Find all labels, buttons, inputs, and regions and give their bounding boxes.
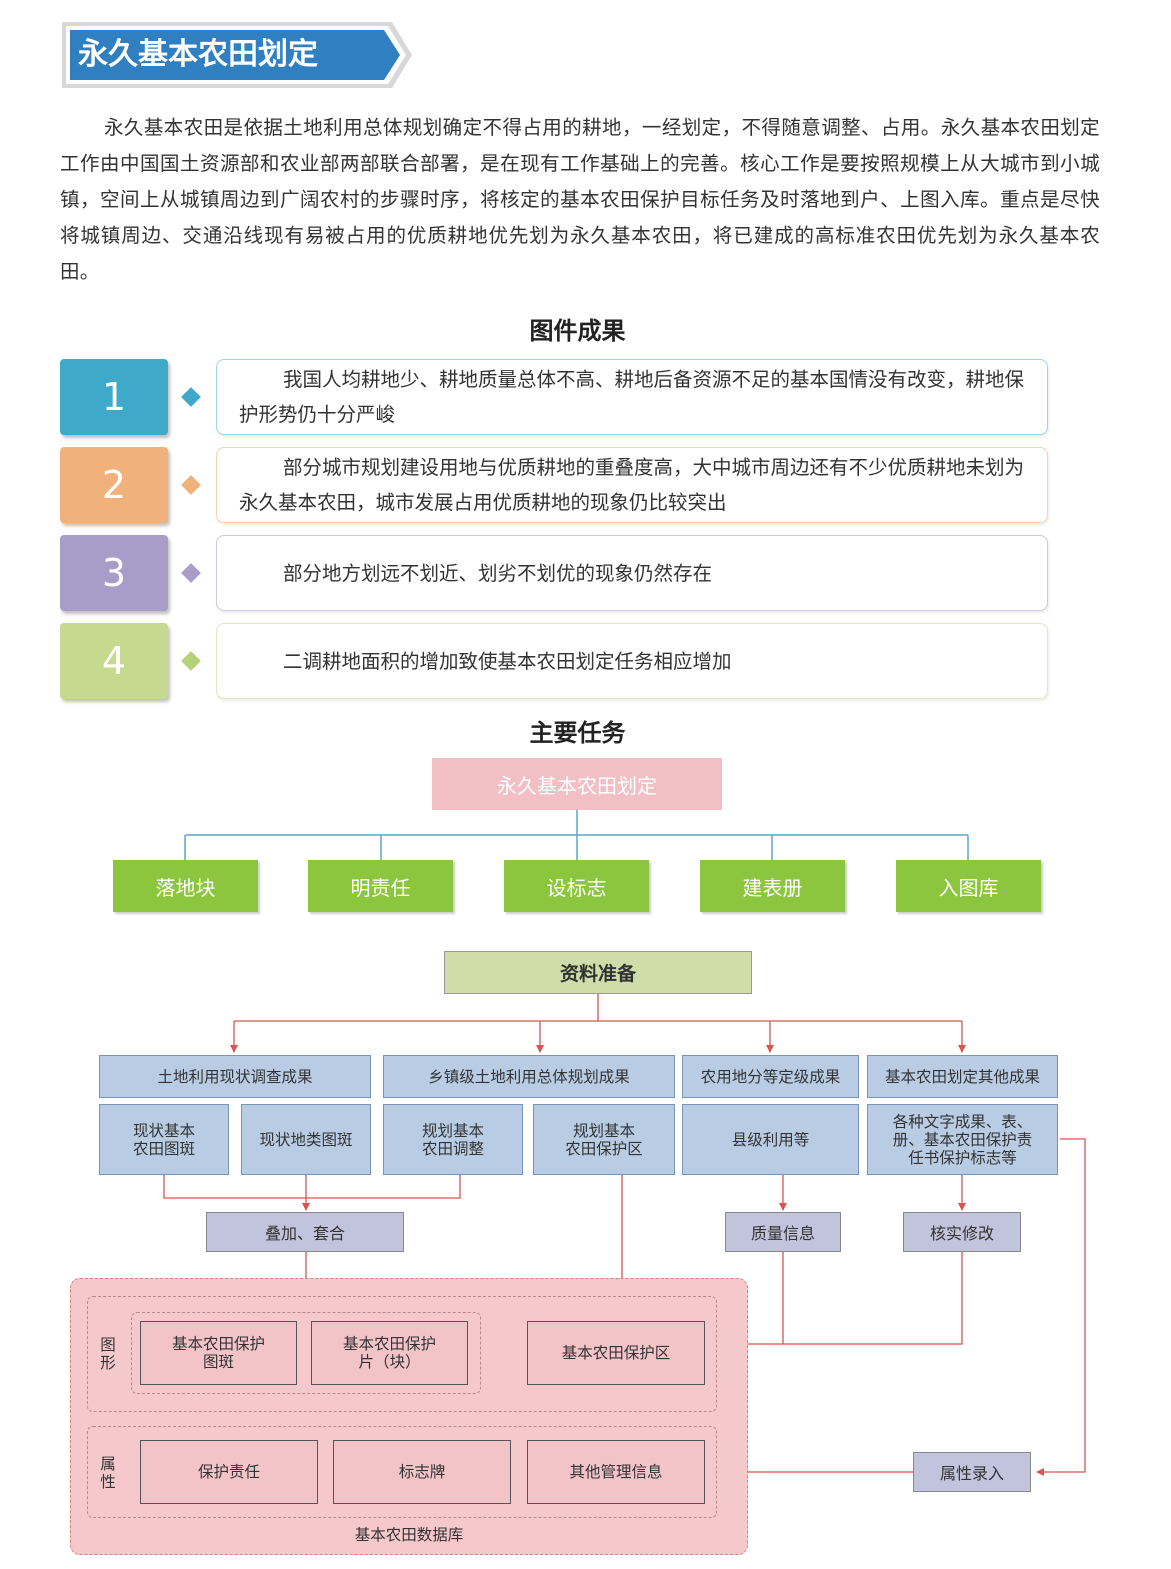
overlay-box: 叠加、套合 xyxy=(206,1212,404,1252)
category-box-3: 农用地分等定级成果 xyxy=(682,1055,859,1098)
item-number-4: 4 xyxy=(60,623,168,699)
title-banner xyxy=(62,22,412,88)
task-box-2: 明责任 xyxy=(308,860,453,912)
item-text-1: 我国人均耕地少、耕地质量总体不高、耕地后备资源不足的基本国情没有改变，耕地保护形… xyxy=(239,368,1025,426)
task-box-4: 建表册 xyxy=(700,860,845,912)
item-text-4: 二调耕地面积的增加致使基本农田划定任务相应增加 xyxy=(283,649,732,673)
item-card-2: 部分城市规划建设用地与优质耕地的重叠度高，大中城市周边还有不少优质耕地未划为永久… xyxy=(216,447,1048,523)
db-box-sign: 标志牌 xyxy=(333,1440,511,1504)
item-text-2: 部分城市规划建设用地与优质耕地的重叠度高，大中城市周边还有不少优质耕地未划为永久… xyxy=(239,456,1025,514)
category-box-1: 土地利用现状调查成果 xyxy=(99,1055,371,1098)
item-text-3: 部分地方划远不划近、划劣不划优的现象仍然存在 xyxy=(283,561,713,585)
graphic-label: 图 形 xyxy=(100,1336,116,1372)
category-box-4: 基本农田划定其他成果 xyxy=(867,1055,1058,1098)
sub-box-5: 县级利用等 xyxy=(682,1104,859,1175)
intro-paragraph: 永久基本农田是依据土地利用总体规划确定不得占用的耕地，一经划定，不得随意调整、占… xyxy=(60,116,1100,283)
database-label: 基本农田数据库 xyxy=(354,1526,464,1544)
db-box-protect-block: 基本农田保护 片（块） xyxy=(311,1321,468,1385)
sub-box-6: 各种文字成果、表、 册、基本农田保护责 任书保护标志等 xyxy=(867,1104,1058,1175)
task-root-box: 永久基本农田划定 xyxy=(432,758,722,810)
item-number-1: 1 xyxy=(60,359,168,435)
db-box-protect-zone: 基本农田保护区 xyxy=(527,1321,705,1385)
section-heading-tasks: 主要任务 xyxy=(529,719,626,747)
sub-box-1: 现状基本 农田图斑 xyxy=(99,1104,229,1175)
page-title: 永久基本农田划定 xyxy=(78,37,318,72)
sub-box-4: 规划基本 农田保护区 xyxy=(533,1104,675,1175)
item-number-3: 3 xyxy=(60,535,168,611)
db-box-responsibility: 保护责任 xyxy=(140,1440,318,1504)
task-box-1: 落地块 xyxy=(113,860,258,912)
attribute-label: 属 性 xyxy=(100,1455,116,1491)
graphic-group xyxy=(87,1296,717,1412)
sub-box-3: 规划基本 农田调整 xyxy=(383,1104,523,1175)
item-number-2: 2 xyxy=(60,447,168,523)
section-heading-results: 图件成果 xyxy=(529,317,626,345)
graphic-subgroup xyxy=(131,1312,481,1394)
task-box-5: 入图库 xyxy=(896,860,1041,912)
item-card-4: 二调耕地面积的增加致使基本农田划定任务相应增加 xyxy=(216,623,1048,699)
attribute-input-box: 属性录入 xyxy=(913,1452,1031,1492)
sub-box-2: 现状地类图斑 xyxy=(241,1104,371,1175)
category-box-2: 乡镇级土地利用总体规划成果 xyxy=(383,1055,675,1098)
data-prep-box: 资料准备 xyxy=(444,951,752,994)
db-box-protect-spot: 基本农田保护 图斑 xyxy=(140,1321,297,1385)
task-box-3: 设标志 xyxy=(504,860,649,912)
attribute-group xyxy=(87,1426,717,1518)
item-card-3: 部分地方划远不划近、划劣不划优的现象仍然存在 xyxy=(216,535,1048,611)
verify-edit-box: 核实修改 xyxy=(903,1212,1021,1252)
quality-info-box: 质量信息 xyxy=(725,1212,841,1252)
db-box-other-info: 其他管理信息 xyxy=(527,1440,705,1504)
item-card-1: 我国人均耕地少、耕地质量总体不高、耕地后备资源不足的基本国情没有改变，耕地保护形… xyxy=(216,359,1048,435)
